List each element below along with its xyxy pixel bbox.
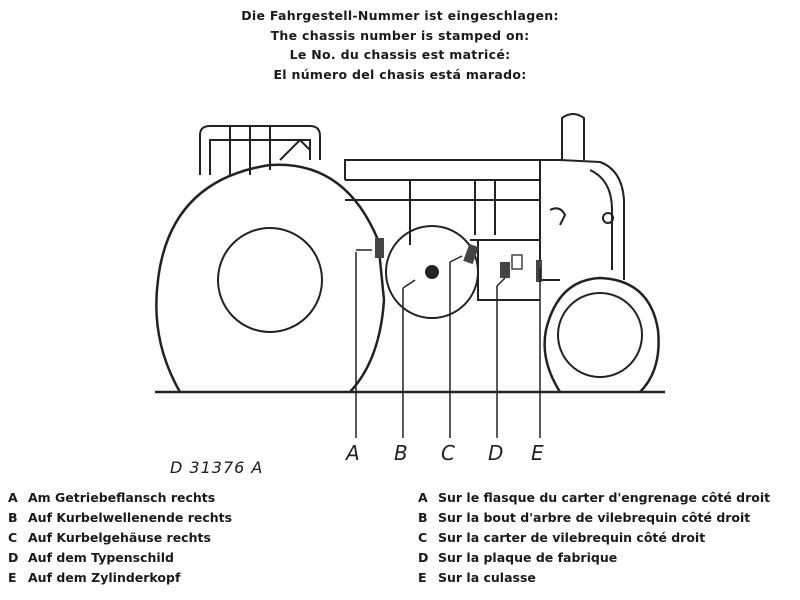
callout-a: A xyxy=(344,441,360,465)
rear-wheel xyxy=(155,163,386,393)
callout-e: E xyxy=(531,441,544,465)
legend-key: D xyxy=(8,550,19,565)
legend-text: Sur la plaque de fabrique xyxy=(438,550,618,565)
stamp-marks xyxy=(375,238,542,282)
legend-key: B xyxy=(418,510,428,525)
legend-row: C Auf Kurbelgehäuse rechts xyxy=(8,528,232,548)
legend-row: D Sur la plaque de fabrique xyxy=(418,548,770,568)
legend-text: Auf dem Zylinderkopf xyxy=(28,570,181,585)
legend-text: Sur la bout d'arbre de vilebrequin côté … xyxy=(438,510,751,525)
legend-row: B Sur la bout d'arbre de vilebrequin côté… xyxy=(418,508,770,528)
legend-text: Auf Kurbelgehäuse rechts xyxy=(28,530,211,545)
legend-french: A Sur le flasque du carter d'engrenage cô… xyxy=(418,488,770,588)
callout-b: B xyxy=(394,441,408,465)
seat-frame xyxy=(199,125,321,175)
tractor-body xyxy=(344,159,625,301)
legend-text: Sur la carter de vilebrequin côté droit xyxy=(438,530,706,545)
engine-disc xyxy=(385,225,479,319)
legend-text: Auf dem Typenschild xyxy=(28,550,174,565)
legend-key: A xyxy=(418,490,428,505)
legend-row: A Sur le flasque du carter d'engrenage cô… xyxy=(418,488,770,508)
legend-row: E Sur la culasse xyxy=(418,568,770,588)
title-german: Die Fahrgestell-Nummer ist eingeschlagen… xyxy=(241,8,559,23)
header-titles: Die Fahrgestell-Nummer ist eingeschlagen… xyxy=(0,6,800,84)
legend-row: E Auf dem Zylinderkopf xyxy=(8,568,232,588)
legend-text: Auf Kurbelwellenende rechts xyxy=(28,510,233,525)
legend-key: A xyxy=(8,490,18,505)
legend-text: Sur le flasque du carter d'engrenage côt… xyxy=(438,490,771,505)
legend-key: D xyxy=(418,550,429,565)
callout-d: D xyxy=(488,441,503,465)
legend-key: B xyxy=(8,510,18,525)
title-spanish: El número del chasis está marado: xyxy=(273,66,527,82)
legend-key: E xyxy=(8,570,17,585)
legend-row: D Auf dem Typenschild xyxy=(8,548,232,568)
leader-lines xyxy=(355,249,541,438)
legend-key: E xyxy=(418,570,427,585)
title-english: The chassis number is stamped on: xyxy=(270,27,530,43)
legend-row: C Sur la carter de vilebrequin côté droit xyxy=(418,528,770,548)
callout-letters: A B C D E xyxy=(344,441,544,465)
exhaust-stack xyxy=(561,113,585,160)
legend-row: B Auf Kurbelwellenende rechts xyxy=(8,508,232,528)
legend-german: A Am Getriebeflansch rechts B Auf Kurbelwe… xyxy=(8,488,232,588)
legend-key: C xyxy=(418,530,428,545)
legend-text: Am Getriebeflansch rechts xyxy=(28,490,216,505)
front-wheel xyxy=(543,276,660,393)
legend-text: Sur la culasse xyxy=(438,570,536,585)
callout-c: C xyxy=(441,441,455,465)
figure-id: D 31376 A xyxy=(170,458,264,477)
legend-key: C xyxy=(8,530,18,545)
legend-row: A Am Getriebeflansch rechts xyxy=(8,488,232,508)
title-french: Le No. du chassis est matricé: xyxy=(289,47,511,62)
